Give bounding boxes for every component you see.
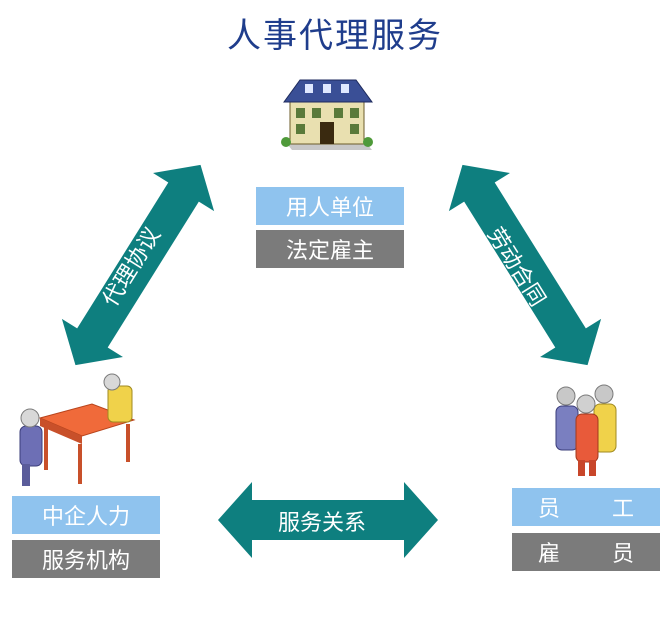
employee-sub-char-2: 员 [611, 542, 634, 567]
employee-role-char-1: 员 [538, 497, 561, 522]
service-relation-arrow [218, 482, 438, 558]
page-title: 人事代理服务 [227, 16, 443, 56]
people-group-icon [555, 384, 617, 476]
meeting-table-icon [19, 373, 136, 486]
employer-role-label: 用人单位 [256, 187, 404, 225]
agency-agreement-arrow [61, 164, 215, 366]
building-icon [281, 79, 373, 150]
agency-role-label: 中企人力 [12, 496, 160, 534]
employee-role-label: 员 工 [512, 488, 660, 526]
employer-sub-label: 法定雇主 [256, 230, 404, 268]
employee-sub-label: 雇 员 [512, 533, 660, 571]
labor-contract-arrow [448, 164, 602, 366]
agency-sub-label: 服务机构 [12, 540, 160, 578]
service-relation-label: 服务关系 [278, 511, 367, 536]
employee-role-char-2: 工 [611, 497, 634, 522]
employee-sub-char-1: 雇 [538, 542, 561, 567]
